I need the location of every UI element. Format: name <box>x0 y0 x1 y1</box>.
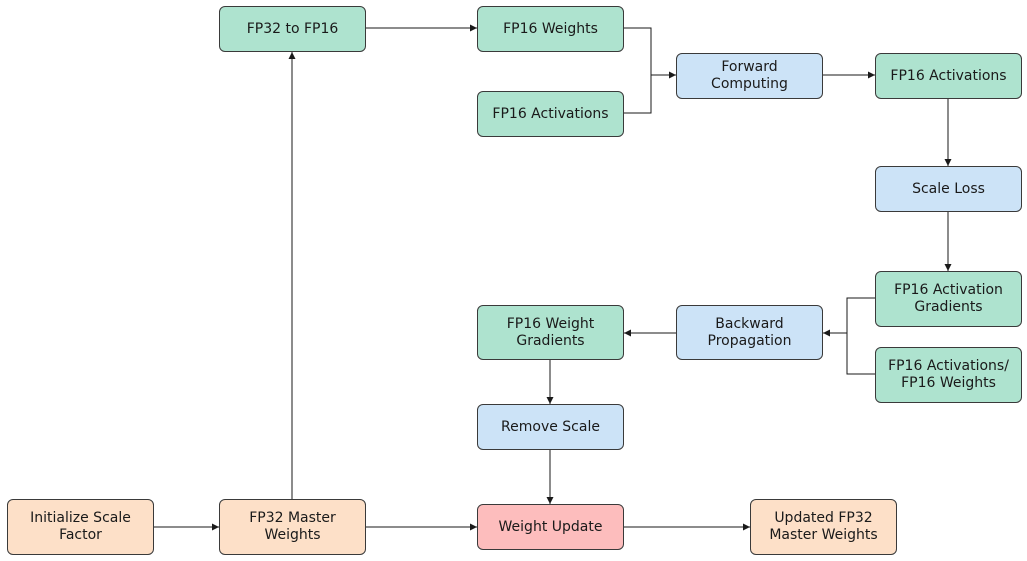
fp16-weight-gradients-label: FP16 Weight Gradients <box>506 315 595 349</box>
updated-fp32-master-weights-node: Updated FP32 Master Weights <box>750 499 897 555</box>
backward-propagation-node: Backward Propagation <box>676 305 823 360</box>
remove-scale-label: Remove Scale <box>501 418 600 435</box>
fp16-activations-input-label: FP16 Activations <box>492 105 609 122</box>
fp32-to-fp16-label: FP32 to FP16 <box>246 20 339 37</box>
fp32-to-fp16-node: FP32 to FP16 <box>219 6 366 52</box>
scale-loss-node: Scale Loss <box>875 166 1022 212</box>
fp16-activations-weights-label: FP16 Activations/ FP16 Weights <box>888 358 1009 391</box>
fp32-master-weights-node: FP32 Master Weights <box>219 499 366 555</box>
weight-update-label: Weight Update <box>498 518 603 535</box>
scale-loss-label: Scale Loss <box>912 180 985 197</box>
fp16-weights-node: FP16 Weights <box>477 6 624 52</box>
fp16-activation-gradients-label: FP16 Activation Gradients <box>894 282 1003 315</box>
fp16-activations-input-node: FP16 Activations <box>477 91 624 137</box>
forward-computing-label: Forward Computing <box>711 59 788 92</box>
remove-scale-node: Remove Scale <box>477 404 624 450</box>
weight-update-node: Weight Update <box>477 504 624 550</box>
forward-computing-node: Forward Computing <box>676 53 823 99</box>
updated-fp32-master-weights-label: Updated FP32 Master Weights <box>769 510 878 543</box>
edge-gradients-bracket <box>846 297 875 375</box>
fp16-activation-gradients-node: FP16 Activation Gradients <box>875 271 1022 327</box>
fp32-master-weights-label: FP32 Master Weights <box>249 510 336 543</box>
fp16-activations-output-node: FP16 Activations <box>875 53 1022 99</box>
initialize-scale-factor-node: Initialize Scale Factor <box>7 499 154 555</box>
fp16-activations-weights-node: FP16 Activations/ FP16 Weights <box>875 347 1022 403</box>
initialize-scale-factor-label: Initialize Scale Factor <box>30 510 131 543</box>
fp16-weights-label: FP16 Weights <box>503 20 598 37</box>
fp16-activations-output-label: FP16 Activations <box>890 67 1007 84</box>
backward-propagation-label: Backward Propagation <box>707 315 792 349</box>
fp16-weight-gradients-node: FP16 Weight Gradients <box>477 305 624 360</box>
edge-weights-to-forward <box>624 27 652 114</box>
